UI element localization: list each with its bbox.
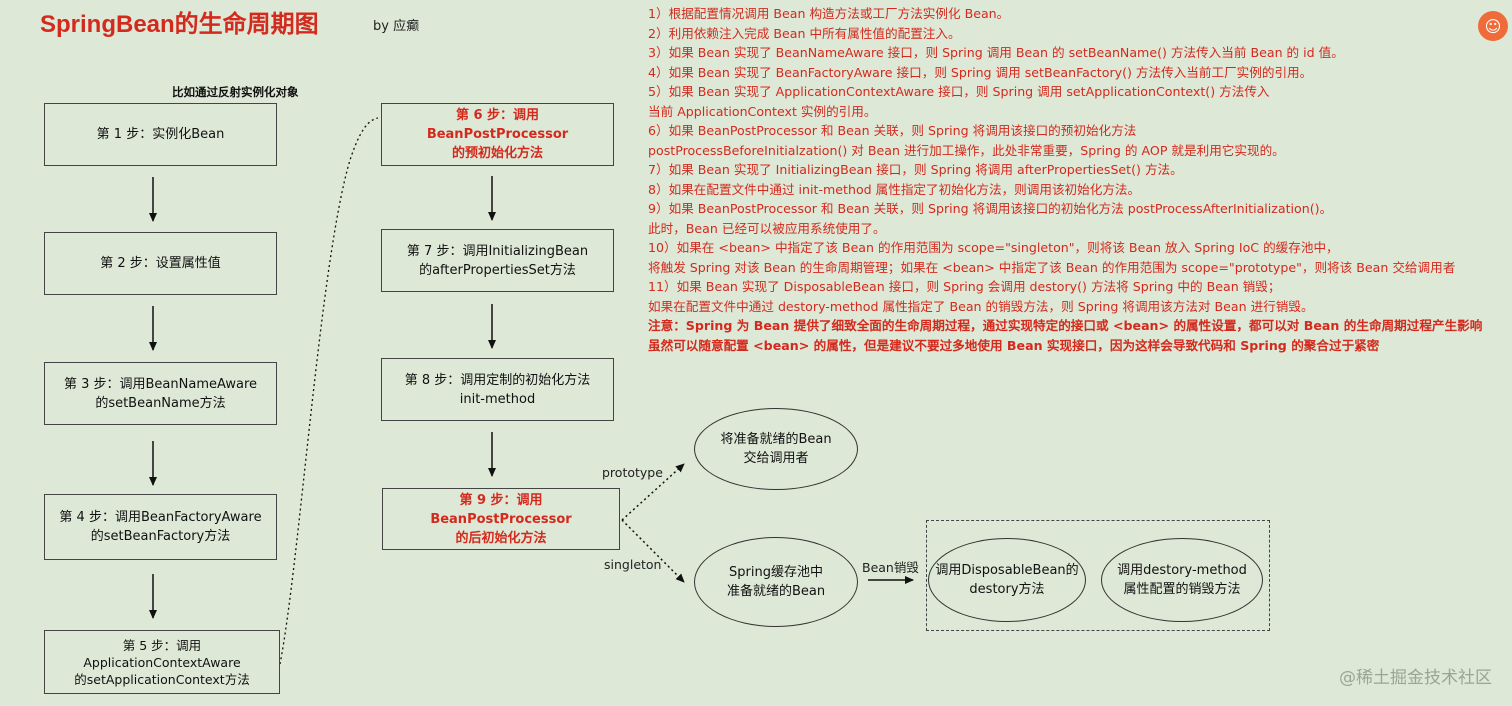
step-text: 如果在配置文件中通过 destory-method 属性指定了 Bean 的销毁… (648, 298, 1314, 314)
step-7-label: 第 7 步：调用InitializingBean 的afterPropertie… (406, 243, 589, 278)
author-label: by 应癫 (373, 19, 420, 34)
step-text: 4）如果 Bean 实现了 BeanFactoryAware 接口，则 Spri… (648, 64, 1313, 80)
destroy-method-label: 调用destory-method 属性配置的销毁方法 (1117, 563, 1247, 597)
step-text: 将触发 Spring 对该 Bean 的生命周期管理；如果在 <bean> 中指… (648, 259, 1456, 275)
step-8-label: 第 8 步：调用定制的初始化方法 init-method (404, 372, 591, 407)
prototype-label: prototype (602, 465, 663, 480)
step-2-box: 第 2 步：设置属性值 (44, 232, 277, 295)
step-9-box: 第 9 步：调用BeanPostProcessor 的后初始化方法 (382, 488, 620, 550)
arrow-5-6 (279, 117, 379, 665)
step-6-label: 第 6 步：调用BeanPostProcessor 的预初始化方法 (426, 108, 569, 161)
step-1-box: 第 1 步：实例化Bean (44, 103, 277, 166)
note-text: 注意：Spring 为 Bean 提供了细致全面的生命周期过程，通过实现特定的接… (648, 318, 1483, 333)
watermark: @稀土掘金技术社区 (1339, 668, 1492, 688)
step-text: 1）根据配置情况调用 Bean 构造方法或工厂方法实例化 Bean。 (648, 6, 1010, 21)
step-text: 当前 ApplicationContext 实例的引用。 (648, 103, 877, 119)
step-3-label: 第 3 步：调用BeanNameAware 的setBeanName方法 (63, 376, 258, 411)
step-text: 此时，Bean 已经可以被应用系统使用了。 (648, 220, 886, 236)
step-3-box: 第 3 步：调用BeanNameAware 的setBeanName方法 (44, 362, 277, 425)
step-text: 6）如果 BeanPostProcessor 和 Bean 关联，则 Sprin… (648, 123, 1137, 138)
destroy-method-ellipse: 调用destory-method 属性配置的销毁方法 (1101, 538, 1263, 622)
step-text: 10）如果在 <bean> 中指定了该 Bean 的作用范围为 scope="s… (648, 240, 1339, 255)
step-text: 5）如果 Bean 实现了 ApplicationContextAware 接口… (648, 84, 1270, 99)
step-text: 7）如果 Bean 实现了 InitializingBean 接口，则 Spri… (648, 162, 1183, 177)
disposable-label: 调用DisposableBean的 destory方法 (935, 563, 1079, 597)
step-5-label: 第 5 步：调用 ApplicationContextAware 的setApp… (74, 637, 250, 687)
cache-label: Spring缓存池中 准备就绪的Bean (726, 565, 826, 599)
step-text: 2）利用依赖注入完成 Bean 中所有属性值的配置注入。 (648, 25, 961, 41)
cache-ellipse: Spring缓存池中 准备就绪的Bean (694, 537, 858, 627)
handover-label: 将准备就绪的Bean 交给调用者 (720, 432, 832, 466)
destroy-group (926, 520, 1270, 631)
step-text: 11）如果 Bean 实现了 DisposableBean 接口，则 Sprin… (648, 279, 1281, 294)
step-text: 3）如果 Bean 实现了 BeanNameAware 接口，则 Spring … (648, 45, 1344, 60)
step-4-label: 第 4 步：调用BeanFactoryAware 的setBeanFactory… (59, 510, 262, 544)
disposable-ellipse: 调用DisposableBean的 destory方法 (928, 538, 1086, 622)
step-2-label: 第 2 步：设置属性值 (100, 256, 221, 271)
arrow-prototype (621, 463, 685, 521)
step-1-label: 第 1 步：实例化Bean (96, 127, 225, 142)
step-5-box: 第 5 步：调用 ApplicationContextAware 的setApp… (44, 630, 280, 694)
step-text: postProcessBeforeInitialzation() 对 Bean … (648, 142, 1285, 158)
instantiate-note: 比如通过反射实例化对象 (172, 85, 299, 99)
arrow-singleton (621, 519, 685, 583)
step-6-box: 第 6 步：调用BeanPostProcessor 的预初始化方法 (381, 103, 614, 166)
step-text: 8）如果在配置文件中通过 init-method 属性指定了初始化方法，则调用该… (648, 181, 1141, 197)
brand-logo-icon[interactable]: ☺ (1478, 11, 1508, 41)
handover-ellipse: 将准备就绪的Bean 交给调用者 (694, 408, 858, 490)
singleton-label: singleton (604, 557, 662, 572)
steps-list: 1）根据配置情况调用 Bean 构造方法或工厂方法实例化 Bean。 2）利用依… (648, 4, 1512, 355)
step-4-box: 第 4 步：调用BeanFactoryAware 的setBeanFactory… (44, 494, 277, 560)
step-8-box: 第 8 步：调用定制的初始化方法 init-method (381, 358, 614, 421)
diagram-title: SpringBean的生命周期图 (40, 11, 319, 38)
note-text: 虽然可以随意配置 <bean> 的属性，但是建议不要过多地使用 Bean 实现接… (648, 337, 1380, 353)
step-9-label: 第 9 步：调用BeanPostProcessor 的后初始化方法 (430, 492, 572, 546)
destroy-label: Bean销毁 (862, 560, 919, 575)
step-7-box: 第 7 步：调用InitializingBean 的afterPropertie… (381, 229, 614, 292)
step-text: 9）如果 BeanPostProcessor 和 Bean 关联，则 Sprin… (648, 201, 1333, 216)
